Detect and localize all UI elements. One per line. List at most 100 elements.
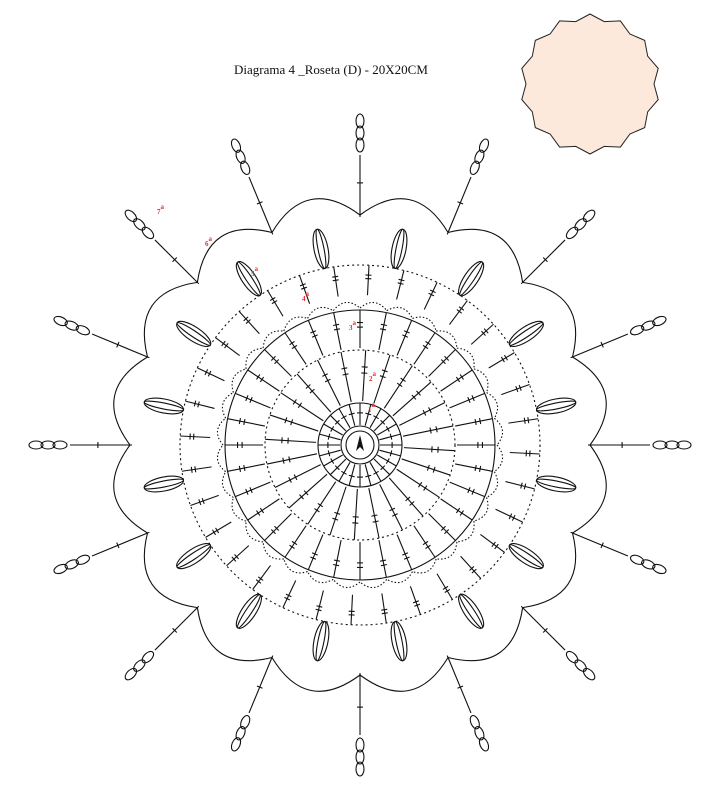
- round-6-petal-inner: [458, 260, 485, 297]
- round-7-chain-loop: [478, 138, 491, 154]
- round-4-chain: [474, 369, 488, 393]
- round-2-stitch-bar: [298, 403, 301, 408]
- round-5-stitch: [351, 595, 352, 625]
- round-5-stitch: [489, 353, 515, 368]
- round-3-stitch: [441, 370, 473, 391]
- round-3-stitch: [334, 313, 341, 350]
- round-3-stitch: [450, 393, 485, 408]
- round-3-stitch-bar: [333, 324, 339, 325]
- round-3-stitch-bar: [239, 466, 240, 472]
- round-6-petal-inner: [314, 229, 328, 269]
- round-2-stitch-bar: [314, 509, 319, 512]
- round-4-chain: [412, 317, 436, 331]
- round-3-stitch: [235, 393, 270, 408]
- round-5-stitch-bar: [191, 467, 192, 473]
- round-3-stitch: [429, 350, 456, 377]
- round-4-chain: [308, 307, 334, 318]
- round-5-stitch-bar: [256, 580, 261, 584]
- round-5-stitch: [449, 301, 467, 325]
- round-5-stitch: [410, 586, 420, 614]
- round-3-stitch: [308, 320, 323, 355]
- round-2-stitch: [374, 355, 390, 403]
- round-3-stitch-bar: [289, 342, 294, 345]
- round-7-arc: [114, 445, 148, 533]
- round-5-stitch-bar: [212, 530, 215, 535]
- round-5-stitch: [316, 590, 323, 619]
- round-1-stitch: [370, 462, 381, 481]
- round-5-stitch: [334, 267, 338, 297]
- round-7-stitch: [571, 334, 628, 358]
- round-3-stitch-bar: [257, 374, 260, 379]
- round-7-chain-loop: [230, 736, 243, 752]
- round-7-chain-loop: [573, 217, 589, 233]
- round-3-stitch: [265, 350, 292, 377]
- round-2-stitch: [330, 487, 346, 535]
- round-4-chain: [333, 579, 360, 587]
- round-7-arc: [572, 445, 606, 533]
- round-2-stitch-bar: [343, 374, 349, 375]
- round-1-stitch: [319, 434, 340, 440]
- round-label-3: 3a: [349, 319, 357, 332]
- round-4-chain: [360, 302, 387, 310]
- round-7-chain-loop: [234, 725, 247, 741]
- round-1-stitch: [379, 434, 400, 440]
- round-6-petal-inner: [508, 543, 545, 570]
- round-1-stitch: [349, 464, 355, 485]
- round-3-stitch-bar: [475, 419, 476, 425]
- round-4-chain: [333, 302, 360, 310]
- round-5-stitch: [283, 581, 296, 608]
- round-7-chain-loop: [64, 558, 80, 571]
- round-1-stitch: [319, 450, 340, 456]
- round-4-chain: [222, 393, 233, 419]
- round-5-stitch-bar: [222, 341, 226, 346]
- round-label-7: 7a: [157, 203, 165, 216]
- round-7-stitch: [249, 656, 273, 713]
- round-7-arc: [448, 229, 523, 282]
- round-5-stitch-bar: [195, 466, 196, 472]
- round-4-chain: [487, 472, 498, 498]
- round-4-chain: [412, 559, 436, 573]
- round-7-chain-loop: [640, 558, 656, 571]
- round-2-stitch: [380, 484, 403, 530]
- round-3-stitch: [455, 464, 492, 471]
- round-7-chain-loop: [629, 324, 645, 337]
- round-5-stitch: [496, 509, 523, 522]
- round-6-petal-inner: [536, 399, 576, 413]
- round-3-stitch-bar: [292, 345, 297, 348]
- round-1-stitch: [339, 462, 350, 481]
- round-4-chain: [494, 418, 502, 445]
- round-3-stitch-bar: [244, 465, 245, 471]
- round-5-stitch-bar: [272, 301, 277, 304]
- round-5-stitch-bar: [398, 283, 404, 284]
- round-3-stitch: [429, 514, 456, 541]
- round-5-stitch: [437, 574, 452, 600]
- round-3-stitch-bar: [239, 418, 240, 424]
- round-7-chain-loop: [564, 225, 580, 241]
- round-7-chain-loop: [234, 149, 247, 165]
- round-5-stitch-bar: [332, 276, 338, 277]
- round-7-arc: [572, 357, 606, 445]
- round-3-stitch-bar: [480, 418, 481, 424]
- round-3-stitch-bar: [380, 329, 386, 330]
- round-3-stitch-bar: [426, 342, 431, 345]
- round-7-stitch: [447, 656, 471, 713]
- round-4-chain: [217, 445, 225, 472]
- round-7-chain-loop: [123, 666, 139, 682]
- round-1-stitch: [324, 455, 343, 466]
- round-4-chain: [474, 497, 488, 521]
- round-4-chain: [263, 331, 284, 348]
- round-7-chain-loop: [473, 725, 486, 741]
- rosette-chart: [29, 114, 691, 776]
- round-3-stitch-bar: [456, 377, 459, 382]
- round-5-stitch-bar: [216, 528, 219, 533]
- round-5-stitch-bar: [333, 280, 339, 281]
- round-5-stitch-bar: [194, 401, 195, 407]
- round-7-stitch: [447, 177, 471, 234]
- round-1-stitch: [324, 424, 343, 435]
- round-label-1: 1a: [368, 401, 376, 414]
- round-7-chain-loop: [64, 319, 80, 332]
- round-5-stitch: [480, 534, 504, 552]
- round-6-petal: [310, 228, 332, 270]
- round-7-chain-loop: [478, 736, 491, 752]
